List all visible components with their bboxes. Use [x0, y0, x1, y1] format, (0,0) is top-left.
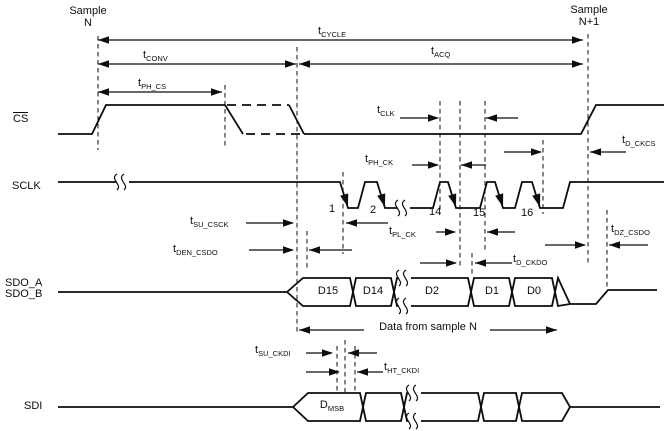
sdi-cell-dmsb: DMSB — [319, 399, 345, 414]
sdo-cell-d15: D15 — [317, 285, 339, 297]
sclk-edge-number-15: 15 — [473, 207, 486, 219]
t-den-csdo-dimension — [249, 246, 352, 254]
t-cycle-dimension — [98, 36, 583, 44]
t-cycle-label: tCYCLE — [318, 25, 347, 40]
t-d-ckcs-dimension — [504, 148, 626, 156]
t-dz-csdo-dimension — [545, 241, 648, 249]
t-su-ckdi-label: tSU_CKDI — [255, 344, 291, 359]
t-d-ckdo-label: tD_CKDO — [513, 253, 548, 268]
sclk-edge-number-16: 16 — [521, 207, 534, 219]
t-pl-ck-dimension — [436, 228, 515, 236]
break-symbols — [113, 173, 421, 430]
t-su-csck-label: tSU_CSCK — [190, 215, 229, 230]
sdi-waveform — [58, 392, 660, 422]
cs-waveform — [58, 104, 664, 135]
t-d-ckdo-dimension — [420, 259, 512, 267]
t-ph-ck-dimension — [412, 161, 486, 169]
t-ph-cs-label: tPH_CS — [138, 77, 167, 92]
t-pl-ck-label: tPL_CK — [389, 225, 416, 240]
t-su-csck-dimension — [246, 219, 388, 227]
t-ht-ckdi-dimension — [306, 368, 383, 376]
sdo-a-signal-label: SDO_A — [5, 277, 43, 289]
data-from-sample-annotation: Data from sample N — [379, 321, 477, 333]
t-acq-label: tACQ — [431, 45, 451, 60]
sdo-waveform — [58, 275, 657, 308]
t-clk-dimension — [400, 114, 518, 122]
dashed-guide-lines — [97, 34, 608, 392]
t-ht-ckdi-label: tHT_CKDI — [384, 361, 420, 376]
sdi-signal-label: SDI — [24, 400, 43, 412]
data-from-sample-dimension — [299, 326, 557, 334]
sclk-edge-number-2: 2 — [370, 204, 377, 216]
t-conv-label: tCONV — [143, 49, 168, 64]
t-ph-ck-label: tPH_CK — [365, 153, 394, 168]
t-d-ckcs-label: tD_CKCS — [622, 134, 656, 149]
sdo-b-signal-label: SDO_B — [5, 288, 43, 300]
t-dz-csdo-label: tDZ_CSDO — [611, 223, 650, 238]
t-clk-label: tCLK — [377, 104, 395, 119]
sclk-waveform — [58, 181, 664, 209]
t-acq-dimension — [299, 60, 583, 68]
sdo-cell-d1: D1 — [484, 285, 500, 297]
t-su-ckdi-dimension — [306, 349, 377, 357]
t-den-csdo-label: tDEN_CSDO — [173, 243, 218, 258]
t-conv-dimension — [98, 60, 296, 68]
sclk-signal-label: SCLK — [12, 180, 41, 192]
sdo-cell-d14: D14 — [362, 285, 384, 297]
sclk-edge-number-14: 14 — [429, 206, 442, 218]
sclk-edge-number-1: 1 — [329, 203, 336, 215]
t-ph-cs-dimension — [98, 88, 222, 96]
sdo-cell-d0: D0 — [526, 285, 542, 297]
cs-signal-label: CS — [13, 112, 29, 125]
sclk-falling-edge-arrows — [340, 193, 541, 207]
sdo-cell-d2: D2 — [424, 285, 440, 297]
